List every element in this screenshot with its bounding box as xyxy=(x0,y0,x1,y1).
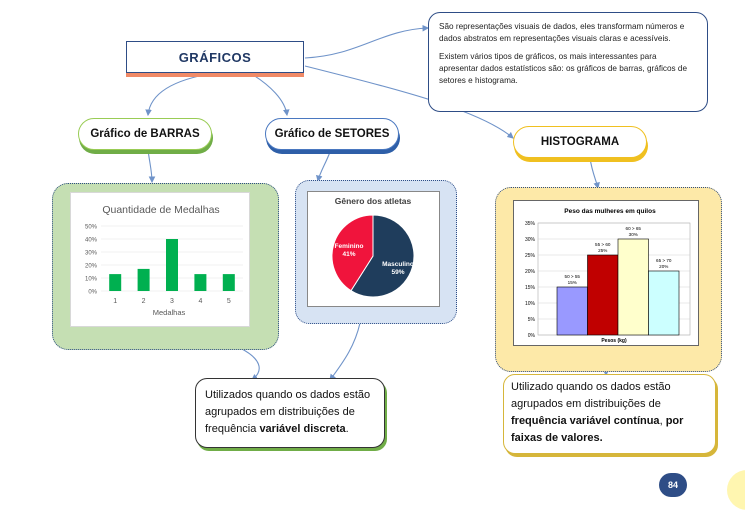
histogram-bin-percent: 25% xyxy=(598,248,607,253)
arrow-title-to-setores xyxy=(249,72,290,117)
histogram-bar xyxy=(648,270,680,336)
note-discrete: Utilizados quando os dados estão agrupad… xyxy=(195,378,385,448)
page-number: 84 xyxy=(659,473,687,497)
histogram-bin-range: 60 > 65 xyxy=(626,226,642,231)
arrow-barras-to-chart xyxy=(147,149,156,184)
histogram-ytick-label: 15% xyxy=(525,285,536,291)
histogram-bin-percent: 15% xyxy=(568,280,577,285)
pie-chart-title: Gênero dos atletas xyxy=(335,196,412,206)
bar xyxy=(222,274,235,291)
info-paragraph-1: São representações visuais de dados, ele… xyxy=(439,22,685,43)
bar-ytick-label: 10% xyxy=(85,277,98,283)
note-discrete-end: . xyxy=(345,423,349,436)
histogram-ytick-label: 30% xyxy=(525,237,536,243)
histogram-xlabel: Pesos (kg) xyxy=(601,338,627,344)
arrow-pie-to-note xyxy=(329,322,361,381)
histogram-bin-percent: 20% xyxy=(659,264,668,269)
histogram-card: Peso das mulheres em quilos 0% 5% 10% 15% 20… xyxy=(513,200,699,346)
pie-slice-percent: 59% xyxy=(391,269,404,276)
bar-chart-title: Quantidade de Medalhas xyxy=(102,204,219,216)
note-continuous-bold-1: frequência variável contínua xyxy=(511,415,660,428)
histogram-title: Peso das mulheres em quilos xyxy=(564,208,656,215)
decorative-circle xyxy=(727,470,745,510)
bar-chart: Quantidade de Medalhas 0% 10% 20% 30% 40% 50%… xyxy=(85,204,243,317)
node-histogram: HISTOGRAMA xyxy=(513,126,647,158)
page-title: GRÁFICOS xyxy=(178,49,252,65)
histogram-ytick-label: 25% xyxy=(525,253,536,259)
histogram-ytick-label: 0% xyxy=(528,333,536,339)
bar-xtick-label: 2 xyxy=(142,298,146,305)
bar-xtick-label: 4 xyxy=(198,298,202,305)
histogram-bin-range: 55 > 60 xyxy=(595,242,611,247)
arrow-histograma-to-chart xyxy=(589,157,600,190)
pie-slice-percent: 41% xyxy=(342,251,355,258)
histogram-ytick-label: 20% xyxy=(525,269,536,275)
bar-ytick-label: 0% xyxy=(88,290,97,296)
title-box: GRÁFICOS xyxy=(126,41,304,73)
histogram-bar xyxy=(617,238,649,336)
bar xyxy=(109,274,122,291)
pie-slice xyxy=(331,214,374,292)
histogram-bar xyxy=(556,286,588,336)
arrow-setores-to-chart xyxy=(315,151,331,183)
node-bar-chart: Gráfico de BARRAS xyxy=(78,118,212,150)
arrow-bars-to-note xyxy=(239,347,260,381)
info-paragraph-2: Existem vários tipos de gráficos, os mai… xyxy=(439,52,688,85)
histogram-bar xyxy=(587,254,619,336)
bar-xtick-label: 1 xyxy=(113,298,117,305)
pie-slice-label: Feminino xyxy=(335,243,364,250)
pie-slice xyxy=(350,214,415,298)
bar-ytick-label: 20% xyxy=(85,264,98,270)
bar xyxy=(194,274,207,291)
bar-ytick-label: 50% xyxy=(85,225,98,231)
histogram-ytick-label: 10% xyxy=(525,301,536,307)
note-discrete-text: Utilizados quando os dados estão agrupad… xyxy=(205,389,371,436)
histogram-chart: Peso das mulheres em quilos 0% 5% 10% 15% 20… xyxy=(525,208,691,344)
note-continuous-text: Utilizado quando os dados estão agrupado… xyxy=(511,381,671,411)
bar-xtick-label: 3 xyxy=(170,298,174,305)
histogram-bin-range: 50 > 55 xyxy=(565,274,581,279)
bar-chart-xlabel: Medalhas xyxy=(153,308,186,317)
note-continuous-sep: , xyxy=(659,415,666,428)
bar-ytick-label: 30% xyxy=(85,251,98,257)
bar-xtick-label: 5 xyxy=(227,298,231,305)
bar xyxy=(137,268,150,291)
histogram-bin-percent: 30% xyxy=(629,232,638,237)
bar xyxy=(166,239,178,291)
arrow-title-to-barras xyxy=(145,72,216,117)
pie-slice-label: Masculino xyxy=(382,261,414,268)
note-continuous: Utilizado quando os dados estão agrupado… xyxy=(503,374,716,454)
note-continuous-bold-2: por faixas de valores. xyxy=(511,415,684,445)
note-discrete-bold: variável discreta xyxy=(259,423,346,436)
info-box: São representações visuais de dados, ele… xyxy=(428,12,708,112)
histogram-ytick-label: 35% xyxy=(525,221,536,227)
node-pie-chart: Gráfico de SETORES xyxy=(265,118,399,150)
histogram-bin-range: 65 > 70 xyxy=(656,258,672,263)
histogram-ytick-label: 5% xyxy=(528,317,536,323)
arrow-title-to-info xyxy=(304,24,430,59)
bar-ytick-label: 40% xyxy=(85,238,98,244)
bar-chart-card: Quantidade de Medalhas 0% 10% 20% 30% 40% 50%… xyxy=(70,192,250,327)
